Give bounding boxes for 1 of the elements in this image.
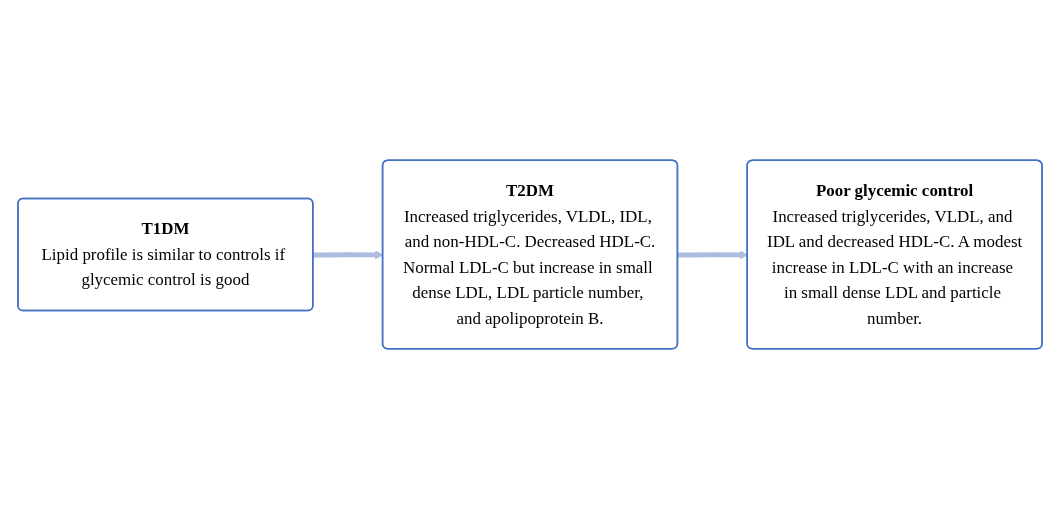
- arrow: [312, 250, 383, 259]
